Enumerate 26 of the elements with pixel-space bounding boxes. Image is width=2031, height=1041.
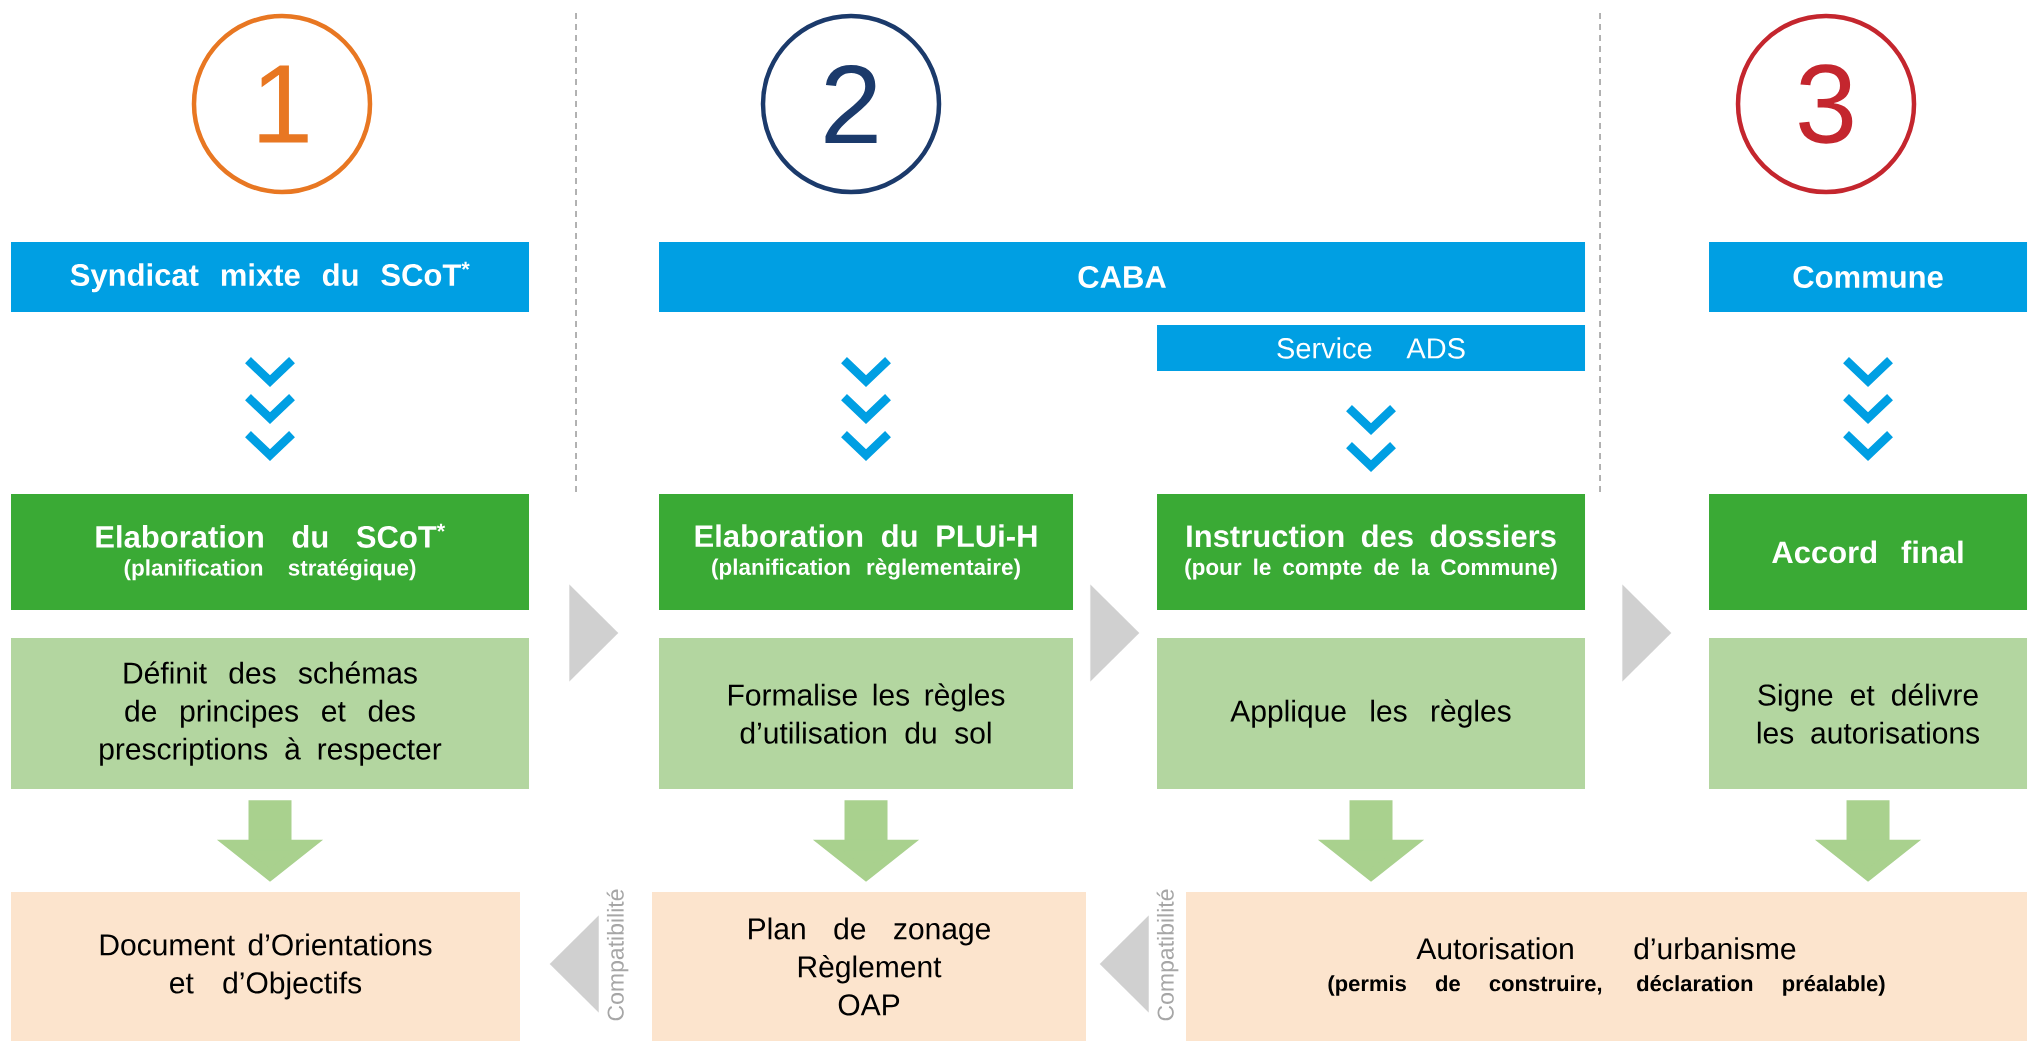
service-bar: Service ADS (1157, 325, 1585, 371)
chevron-arrow (1344, 403, 1398, 473)
document-box: Plan de zonage Règlement OAP (652, 892, 1086, 1041)
triangle-arrow (1090, 584, 1140, 682)
stage-box: Elaboration du PLUi-H (planification règlementaire) (659, 494, 1073, 610)
stage-box: Elaboration du SCoT$^{*}$ (planification stratégique) (11, 494, 529, 610)
triangle-arrow (1622, 584, 1672, 682)
stage-box: Instruction des dossiers (pour le compte de la Commune) (1157, 494, 1585, 610)
triangle-arrow (549, 915, 599, 1013)
description-box: Applique les règles (1157, 638, 1585, 789)
description-box: Signe et délivre les autorisations (1709, 638, 2028, 789)
document-box: Document d’Orientations et d’Objectifs (11, 892, 520, 1041)
triangle-arrow (1099, 915, 1149, 1013)
document-box: Autorisation d’urbanisme (permis de construire, déclaration préalable) (1186, 892, 2028, 1041)
actor-bar: Syndicat mixte du SCoT$^{*}$ (11, 242, 529, 312)
chevron-arrow (839, 355, 893, 462)
edge-label: Compatibilité (1155, 887, 1180, 1023)
triangle-arrow (569, 584, 619, 682)
description-box: Formalise les règles d’utilisation du sol (659, 638, 1073, 789)
actor-bar: Commune (1709, 242, 2028, 312)
description-box: Définit des schémas de principes et des prescriptions à respecter (11, 638, 529, 789)
chevron-arrow (243, 355, 297, 462)
chevron-arrow (1841, 355, 1895, 462)
stage-box: Accord final (1709, 494, 2028, 610)
edge-label: Compatibilité (605, 887, 630, 1023)
actor-bar: CABA (659, 242, 1585, 312)
